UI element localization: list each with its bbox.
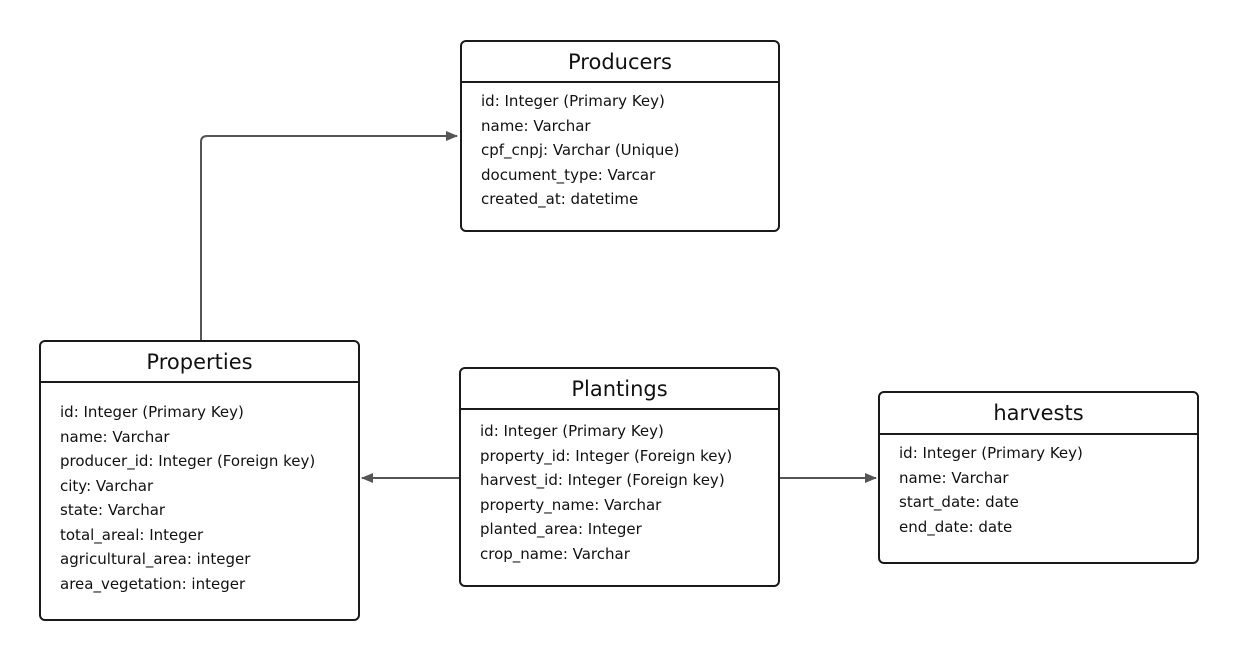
entity-harvests[interactable]: harvests id: Integer (Primary Key) name:… [878,391,1199,564]
field-row: id: Integer (Primary Key) [480,422,664,440]
connector-properties-to-producers [200,131,458,340]
field-row: agricultural_area: integer [60,550,251,568]
field-list: id: Integer (Primary Key) name: Varchar … [462,83,778,212]
entity-title: Properties [41,342,358,383]
field-row: producer_id: Integer (Foreign key) [60,452,316,470]
entity-title: Producers [462,42,778,83]
entity-plantings[interactable]: Plantings id: Integer (Primary Key) prop… [459,367,780,587]
field-row: city: Varchar [60,476,154,495]
field-row: harvest_id: Integer (Foreign key) [480,471,725,489]
entity-producers[interactable]: Producers id: Integer (Primary Key) name… [460,40,780,232]
field-list: id: Integer (Primary Key) name: Varchar … [41,383,358,596]
field-row: cpf_cnpj: Varchar (Unique) [481,141,680,159]
entity-title: Plantings [461,369,778,410]
field-row: name: Varchar [899,468,1009,487]
field-row: property_name: Varchar [480,495,662,514]
field-row: id: Integer (Primary Key) [60,403,244,421]
field-list: id: Integer (Primary Key) name: Varchar … [880,435,1197,539]
field-row: end_date: date [899,517,1013,536]
field-row: start_date: date [899,493,1019,511]
field-row: area_vegetation: integer [60,574,246,593]
field-row: name: Varchar [60,427,170,446]
field-row: id: Integer (Primary Key) [899,444,1083,462]
field-row: planted_area: Integer [480,520,642,538]
field-list: id: Integer (Primary Key) property_id: I… [461,410,778,566]
entity-properties[interactable]: Properties id: Integer (Primary Key) nam… [39,340,360,621]
field-row: document_type: Varcar [481,165,656,184]
field-row: created_at: datetime [481,190,639,208]
field-row: name: Varchar [481,116,591,135]
field-row: id: Integer (Primary Key) [481,92,665,110]
field-row: total_areal: Integer [60,525,204,544]
field-row: crop_name: Varchar [480,544,630,563]
field-row: state: Varchar [60,501,166,519]
entity-title: harvests [880,393,1197,435]
field-row: property_id: Integer (Foreign key) [480,446,733,465]
